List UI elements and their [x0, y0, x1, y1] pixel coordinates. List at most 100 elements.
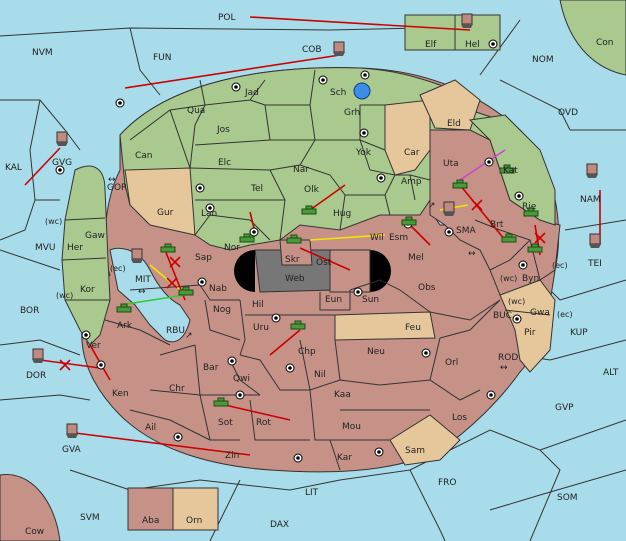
label-her: Her	[67, 243, 83, 253]
label-nog: Nog	[213, 305, 231, 315]
svg-text:↔: ↔	[468, 249, 476, 259]
army-unit-icon[interactable]	[527, 243, 543, 253]
label-sma: SMA	[456, 226, 476, 236]
fleet-unit-icon[interactable]	[589, 233, 601, 248]
order-arrow	[299, 247, 351, 271]
army-unit-icon[interactable]	[239, 233, 255, 243]
label-ark: Ark	[117, 321, 133, 331]
army-unit-icon[interactable]	[501, 233, 517, 243]
label-jad: Jad	[244, 88, 259, 98]
supply-center	[488, 39, 498, 49]
center-black-left	[234, 250, 255, 292]
region-feu[interactable]	[334, 311, 436, 341]
label-qwi: Qwi	[233, 374, 250, 384]
label-nom: NOM	[532, 55, 554, 65]
order-arrow	[74, 432, 251, 456]
supply-center	[421, 348, 431, 358]
label-rod: ROD	[498, 353, 518, 363]
label-web: Web	[285, 274, 305, 284]
label-kup: KUP	[570, 328, 588, 338]
label-gor: GOR	[107, 183, 127, 193]
fleet-unit-icon[interactable]	[333, 41, 345, 56]
label-esm: Esm	[389, 233, 408, 243]
label-ec3: (ec)	[557, 310, 573, 319]
label-kor: Kor	[80, 285, 95, 295]
label-dor: DOR	[26, 371, 46, 381]
fleet-unit-icon[interactable]	[56, 131, 68, 146]
region-sam[interactable]	[389, 414, 461, 466]
region-elf[interactable]	[404, 14, 456, 51]
region-gur[interactable]	[124, 167, 196, 236]
label-wc4: (wc)	[508, 297, 525, 306]
fleet-unit-icon[interactable]	[461, 13, 473, 28]
supply-center	[293, 453, 303, 463]
label-cow: Cow	[25, 527, 44, 537]
supply-center	[374, 447, 384, 457]
label-con: Con	[596, 38, 614, 48]
label-nvm: NVM	[32, 48, 53, 58]
army-unit-icon[interactable]	[116, 303, 132, 313]
label-mit: MIT	[135, 275, 151, 285]
army-unit-icon[interactable]	[452, 179, 468, 189]
army-unit-icon[interactable]	[286, 234, 302, 244]
label-sap: Sap	[195, 253, 212, 263]
supply-center	[81, 330, 91, 340]
army-unit-icon[interactable]	[401, 216, 417, 226]
label-svm: SVM	[80, 513, 100, 523]
army-unit-icon[interactable]	[160, 243, 176, 253]
adjacency-markers: ↔ ↔ ↔ ↔ ↗ ↗	[108, 175, 508, 373]
fleet-unit-icon[interactable]	[66, 423, 78, 438]
label-wc3: (wc)	[500, 274, 517, 283]
label-rie: Rie	[522, 202, 537, 212]
supply-center	[376, 173, 386, 183]
label-ec2: (ec)	[552, 261, 568, 270]
label-cob: COB	[302, 45, 322, 55]
region-orn[interactable]	[172, 487, 219, 531]
fleet-unit-icon[interactable]	[131, 248, 143, 263]
label-kat: Kat	[503, 166, 518, 176]
label-fun: FUN	[153, 53, 172, 63]
label-gvp: GVP	[555, 403, 574, 413]
fleet-unit-icon[interactable]	[32, 348, 44, 363]
fleet-unit-icon[interactable]	[443, 201, 455, 216]
supply-center	[512, 314, 522, 324]
army-unit-icon[interactable]	[499, 164, 515, 174]
label-sot: Sot	[218, 418, 233, 428]
army-unit-icon[interactable]	[523, 207, 539, 217]
fleet-badge-icon[interactable]	[353, 82, 371, 100]
label-buc: BUC	[493, 311, 512, 321]
label-neu: Neu	[367, 347, 385, 357]
label-chp: Chp	[298, 347, 316, 357]
label-dax: DAX	[270, 520, 289, 530]
land-borders	[104, 69, 541, 471]
label-hug: Hug	[333, 209, 351, 219]
supply-center	[318, 75, 328, 85]
army-unit-icon[interactable]	[178, 286, 194, 296]
label-tel: Tel	[250, 184, 263, 194]
label-ec1: (ec)	[110, 264, 126, 273]
order-arrow-special	[459, 149, 506, 181]
label-sam: Sam	[405, 446, 425, 456]
label-hil: Hil	[252, 300, 264, 310]
region-eld[interactable]	[419, 79, 481, 131]
fleet-unit-icon[interactable]	[586, 163, 598, 178]
region-aba[interactable]	[127, 487, 174, 531]
label-rbu: RBU	[166, 326, 185, 336]
label-mel: Mel	[408, 253, 424, 263]
label-olk: Olk	[304, 185, 320, 195]
label-hel: Hel	[465, 40, 480, 50]
order-arrow	[24, 147, 61, 186]
order-arrow	[124, 54, 341, 89]
army-unit-icon[interactable]	[301, 205, 317, 215]
army-unit-icon[interactable]	[290, 320, 306, 330]
svg-text:↗: ↗	[428, 201, 436, 211]
supply-center	[271, 313, 281, 323]
army-unit-icon[interactable]	[213, 397, 229, 407]
region-gwa-pir[interactable]	[499, 279, 556, 373]
failed-order-x-icon	[471, 199, 483, 211]
label-lan: Lan	[201, 209, 217, 219]
label-qua: Qua	[187, 106, 205, 116]
label-kar: Kar	[337, 453, 352, 463]
label-elf: Elf	[425, 40, 437, 50]
